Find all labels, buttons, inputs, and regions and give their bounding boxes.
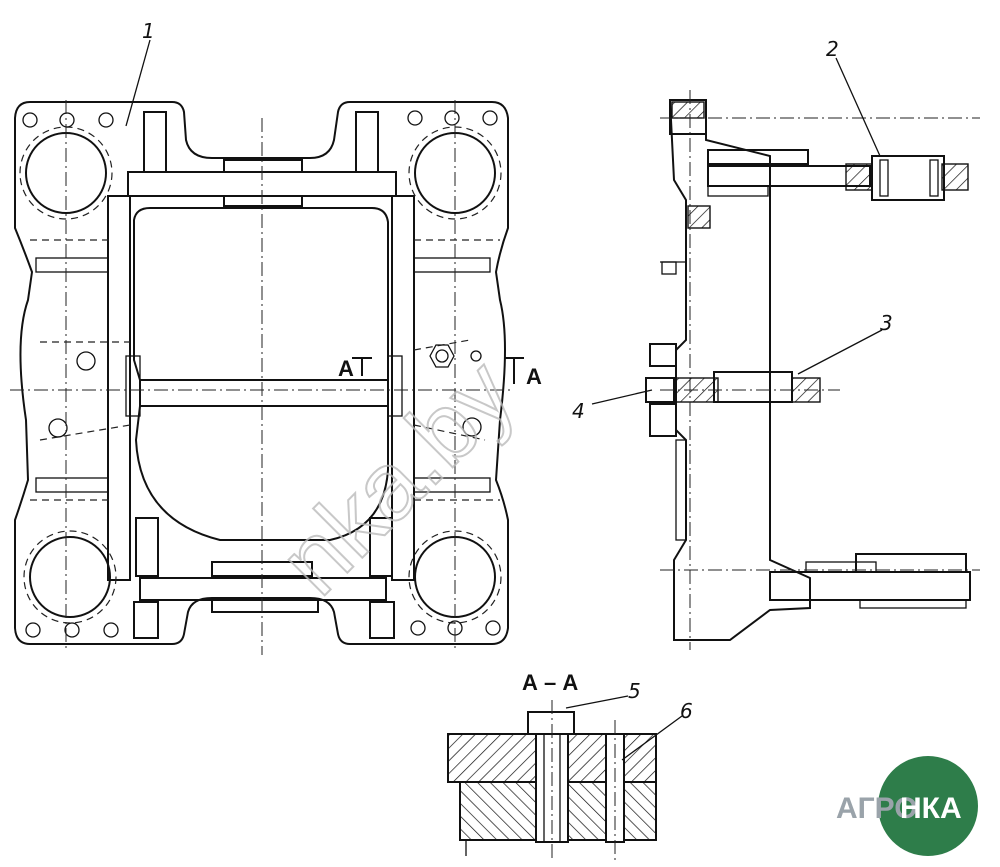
front-view: А А 1: [10, 19, 542, 655]
bolt-holes: [22, 110, 501, 638]
logo-text-left: АГРО: [836, 792, 918, 825]
leader-3: [797, 329, 883, 375]
bushing-2: [845, 155, 969, 201]
strap-left-bottom: [35, 477, 109, 493]
left-rail: [107, 195, 131, 581]
section-mark-right-label: А: [526, 364, 542, 389]
side-hatch-1: [687, 205, 711, 229]
guide-bottom-right: [369, 517, 393, 577]
guide-bottom-left: [135, 517, 159, 577]
strap-right-top: [413, 257, 491, 273]
bolt-5-head: [527, 711, 575, 735]
side-top-flange: [669, 99, 707, 135]
post-top-left: [143, 111, 167, 173]
frame-window: [133, 207, 389, 381]
section-a-a: А – А 5 6: [447, 670, 693, 860]
bore-bottom-left: [23, 530, 117, 624]
logo-circle: [878, 756, 978, 856]
callout-3: 3: [880, 311, 893, 335]
leader-2: [835, 57, 881, 157]
agronka-logo: АГРО НКА: [836, 756, 978, 856]
section-mark-left-label: А: [338, 356, 354, 381]
side-top-arm-boss: [707, 149, 809, 165]
bushing-3-body: [713, 371, 793, 403]
section-mark-right: А: [504, 357, 542, 389]
side-top-arm-lower: [707, 185, 769, 197]
side-body-outline: [668, 99, 811, 641]
side-center-lines: [660, 90, 980, 650]
section-title: А – А: [522, 670, 578, 695]
side-bottom-arm: [769, 571, 971, 601]
leader-1: [125, 39, 151, 127]
center-lines: [10, 100, 510, 655]
callout-5: 5: [628, 679, 641, 703]
bottom-boss-lower: [211, 599, 319, 613]
leader-5: [565, 695, 629, 709]
frame-outline: [14, 101, 509, 645]
strap-right-bottom: [413, 477, 491, 493]
section-mark-left: А: [338, 356, 372, 381]
callout-4: 4: [572, 399, 585, 423]
frame-window-lower: [134, 405, 389, 541]
nut-right: [429, 344, 455, 368]
callout-6: 6: [680, 699, 693, 723]
side-view: 2 3 4: [572, 37, 980, 650]
right-rail: [391, 195, 415, 581]
post-bottom-right: [369, 601, 395, 639]
logo-text-right: НКА: [900, 792, 962, 825]
leader-6: [621, 715, 683, 761]
middle-crossbar-end-right: [387, 355, 403, 417]
bolt-head-bottom: [649, 403, 677, 437]
strap-left-top: [35, 257, 109, 273]
post-bottom-left: [133, 601, 159, 639]
post-top-right: [355, 111, 379, 173]
top-boss-lower: [223, 195, 303, 207]
bolt-head-top: [649, 343, 677, 367]
callout-1: 1: [142, 19, 155, 43]
callout-2: 2: [826, 37, 839, 61]
side-top-flange-hatch: [671, 101, 705, 119]
middle-crossbar: [139, 379, 389, 407]
middle-crossbar-end-left: [125, 355, 141, 417]
side-bottom-arm-boss: [855, 553, 967, 573]
top-boss: [223, 159, 303, 173]
leader-4: [591, 389, 653, 405]
